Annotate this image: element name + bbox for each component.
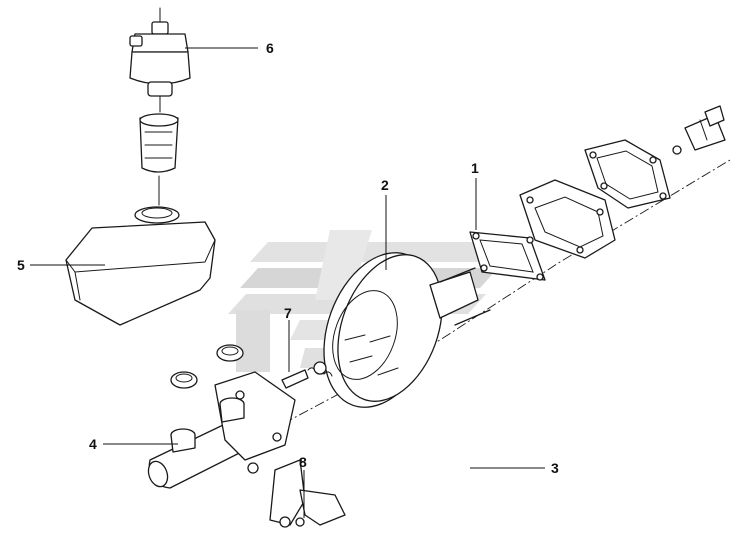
gasket (469, 231, 546, 281)
check-valve (281, 361, 333, 389)
callout-4: 4 (89, 436, 97, 452)
callout-7: 7 (284, 305, 292, 321)
callout-8: 8 (299, 454, 307, 470)
callout-6: 6 (266, 40, 274, 56)
pushrod-clevis (672, 105, 726, 155)
proportioning-valve-bracket (269, 459, 346, 528)
callout-3: 3 (551, 460, 559, 476)
master-cylinder (147, 344, 296, 489)
callout-5: 5 (17, 257, 25, 273)
callout-1: 1 (471, 160, 479, 176)
reservoir-cap-assembly (129, 7, 191, 206)
vacuum-hose (368, 448, 466, 516)
callout-2: 2 (381, 177, 389, 193)
assembly-axis-line (149, 159, 731, 479)
spacer-block (519, 179, 616, 259)
brake-booster (323, 252, 491, 408)
mounting-plate (584, 139, 671, 209)
fluid-reservoir (65, 206, 216, 326)
